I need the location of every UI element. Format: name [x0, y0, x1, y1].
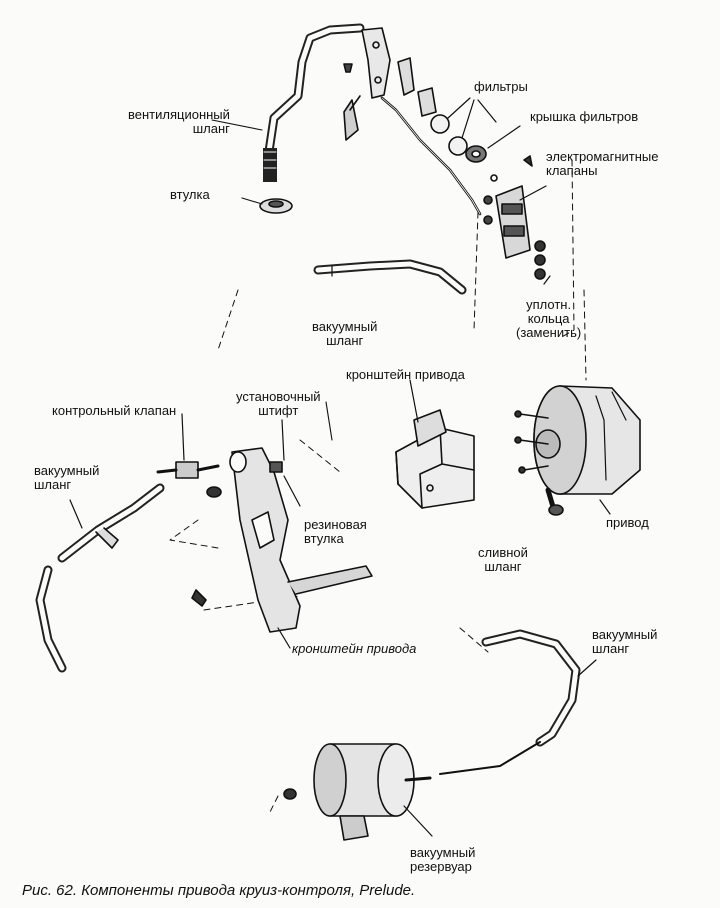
solenoid-valves: [483, 155, 547, 259]
figure-caption: Рис. 62. Компоненты привода круиз-контро…: [22, 882, 416, 899]
label-vent-hose: вентиляционный шланг: [128, 107, 230, 136]
vacuum-hose-left: [35, 483, 165, 673]
vacuum-reservoir-part: [283, 743, 433, 841]
ventilation-hose: [263, 23, 365, 182]
actuator-bracket-lower: [191, 419, 373, 649]
phantom-lines: [169, 159, 587, 813]
label-actuator: привод: [606, 515, 649, 530]
label-filter-cover: крышка фильтров: [530, 109, 639, 124]
label-bushing: втулка: [170, 187, 210, 202]
label-vacuum-hose-right: вакуумный шланг: [592, 627, 658, 656]
leader-lines: [211, 119, 333, 441]
label-actuator-bracket-top: кронштейн привода: [346, 367, 465, 382]
label-vacuum-hose-top: вакуумный шланг: [312, 319, 378, 348]
label-rubber-bushing: резиновая втулка: [304, 517, 367, 546]
label-set-pin: установочный штифт: [236, 389, 321, 418]
label-o-rings: уплотн. кольца (заменить): [516, 297, 582, 340]
o-rings: [534, 240, 551, 285]
label-vacuum-hose-left: вакуумный шланг: [34, 463, 100, 492]
filter-cover: [465, 125, 521, 163]
label-filters: фильтры: [474, 79, 528, 94]
filters: [430, 97, 497, 156]
drain-hose-part: [545, 487, 564, 516]
vacuum-hose-upper: [313, 259, 467, 295]
label-solenoid-valves: электромагнитные клапаны: [546, 149, 659, 178]
top-bracket: [343, 27, 437, 141]
bushing-part: [259, 198, 293, 214]
label-drain-hose: сливной шланг: [478, 545, 528, 574]
label-actuator-bracket-bottom: кронштейн привода: [292, 641, 417, 656]
actuator-assembly: [514, 385, 641, 515]
label-control-valve: контрольный клапан: [52, 403, 177, 418]
label-vacuum-reservoir: вакуумный резервуар: [410, 845, 476, 874]
control-valve-part: [156, 413, 222, 498]
vacuum-hose-right: [439, 629, 597, 775]
actuator-bracket-upper: [395, 379, 475, 509]
